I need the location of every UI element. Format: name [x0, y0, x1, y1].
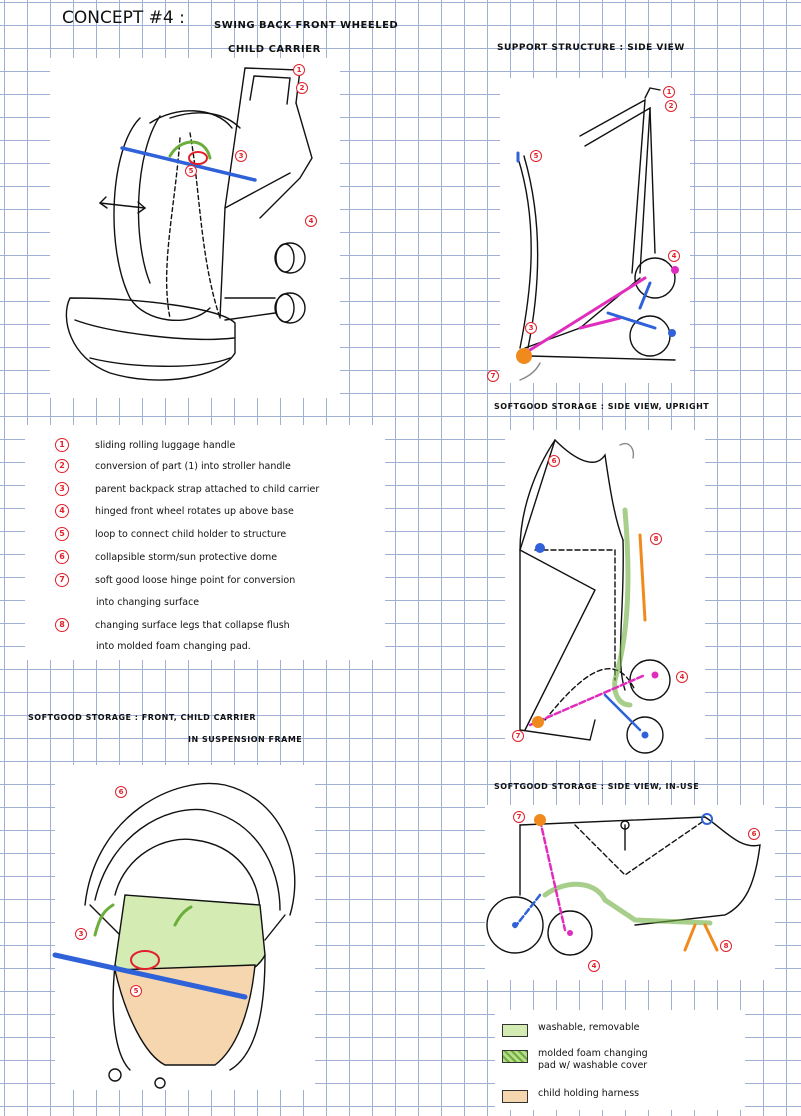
callout-3b: 3 — [525, 322, 537, 334]
callout-7c: 7 — [512, 730, 524, 742]
legend-text: conversion of part (1) into stroller han… — [95, 461, 291, 472]
callout-4b: 4 — [668, 250, 680, 262]
legend-badge: 6 — [55, 550, 69, 564]
key-item-harness: child holding harness — [502, 1088, 639, 1103]
callout-2b: 2 — [665, 100, 677, 112]
subtitle-line-1: SWING BACK FRONT WHEELED — [214, 14, 474, 38]
callout-1b: 1 — [663, 86, 675, 98]
legend-badge: 5 — [55, 527, 69, 541]
callout-3d: 3 — [75, 928, 87, 940]
callout-8c: 8 — [650, 533, 662, 545]
sketch-upright — [505, 430, 705, 760]
callout-5: 5 — [185, 165, 197, 177]
callout-2: 2 — [296, 82, 308, 94]
legend-item: 7 soft good loose hinge point for conver… — [55, 573, 295, 587]
legend-text: parent backpack strap attached to child … — [95, 484, 319, 495]
legend-badge: 4 — [55, 504, 69, 518]
callout-6e: 6 — [748, 828, 760, 840]
legend-item: 3 parent backpack strap attached to chil… — [55, 482, 319, 496]
key-text: washable, removable — [538, 1022, 640, 1034]
legend-continuation-8: into molded foam changing pad. — [96, 641, 251, 652]
callout-4e: 4 — [588, 960, 600, 972]
legend-text: collapsible storm/sun protective dome — [95, 552, 277, 563]
callout-4c: 4 — [676, 671, 688, 683]
key-text: child holding harness — [538, 1088, 639, 1100]
label-front-line2: IN SUSPENSION FRAME — [188, 735, 302, 744]
callout-6d: 6 — [115, 786, 127, 798]
legend-text: soft good loose hinge point for conversi… — [95, 575, 295, 586]
label-support-structure: SUPPORT STRUCTURE : SIDE VIEW — [497, 43, 685, 53]
sketch-backpack — [50, 58, 340, 398]
callout-1: 1 — [293, 64, 305, 76]
page-title: CONCEPT #4 : — [62, 8, 185, 28]
callout-8e: 8 — [720, 940, 732, 952]
legend-text: hinged front wheel rotates up above base — [95, 506, 294, 517]
legend-badge: 7 — [55, 573, 69, 587]
legend-continuation-7: into changing surface — [96, 597, 199, 608]
callout-7b: 7 — [487, 370, 499, 382]
legend-text: changing surface legs that collapse flus… — [95, 620, 290, 631]
label-inuse: SOFTGOOD STORAGE : SIDE VIEW, IN-USE — [494, 782, 699, 791]
swatch-tan — [502, 1090, 528, 1103]
legend-badge: 8 — [55, 618, 69, 632]
callout-5d: 5 — [130, 985, 142, 997]
legend-badge: 1 — [55, 438, 69, 452]
legend-item: 1 sliding rolling luggage handle — [55, 438, 235, 452]
callout-6c: 6 — [548, 455, 560, 467]
legend-item: 4 hinged front wheel rotates up above ba… — [55, 504, 294, 518]
legend-text: sliding rolling luggage handle — [95, 440, 235, 451]
legend-badge: 2 — [55, 459, 69, 473]
legend-item: 5 loop to connect child holder to struct… — [55, 527, 286, 541]
key-text-2: pad w/ washable cover — [538, 1060, 648, 1072]
legend-text: loop to connect child holder to structur… — [95, 529, 286, 540]
key-text: molded foam changing — [538, 1048, 648, 1060]
sketch-front — [55, 765, 315, 1090]
callout-3: 3 — [235, 150, 247, 162]
swatch-green — [502, 1024, 528, 1037]
page-subtitle: SWING BACK FRONT WHEELED CHILD CARRIER — [214, 14, 474, 62]
label-upright: SOFTGOOD STORAGE : SIDE VIEW, UPRIGHT — [494, 402, 709, 411]
key-item-foam: molded foam changing pad w/ washable cov… — [502, 1048, 648, 1072]
key-text-block: molded foam changing pad w/ washable cov… — [538, 1048, 648, 1072]
callout-7e: 7 — [513, 811, 525, 823]
key-item-washable: washable, removable — [502, 1022, 640, 1037]
legend-item: 8 changing surface legs that collapse fl… — [55, 618, 290, 632]
legend-item: 2 conversion of part (1) into stroller h… — [55, 459, 291, 473]
swatch-hatched — [502, 1050, 528, 1063]
sketch-inuse — [485, 805, 775, 980]
callout-5b: 5 — [530, 150, 542, 162]
legend-badge: 3 — [55, 482, 69, 496]
callout-4: 4 — [305, 215, 317, 227]
label-front: SOFTGOOD STORAGE : FRONT, CHILD CARRIER — [28, 713, 256, 722]
sketch-structure — [500, 78, 690, 383]
legend-item: 6 collapsible storm/sun protective dome — [55, 550, 277, 564]
